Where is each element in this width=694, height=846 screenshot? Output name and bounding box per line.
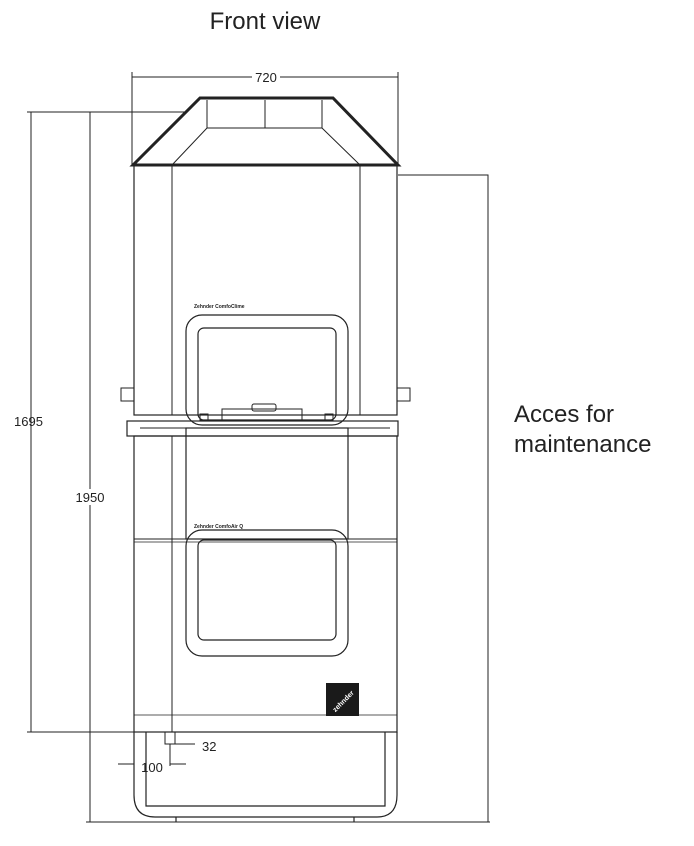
stand-outer: [133, 732, 398, 818]
page-title: Front view: [209, 8, 321, 35]
stand-inner: [145, 732, 386, 807]
connector-handle: [251, 403, 277, 412]
maintenance-clearance: [398, 174, 489, 822]
clip-left: [199, 413, 209, 421]
dim-1695-text: 1695: [14, 414, 43, 429]
lower-unit: [133, 427, 398, 745]
front-panel-upper: [185, 427, 349, 540]
access-label-line1: Acces for: [514, 401, 615, 428]
left-port: [120, 387, 135, 402]
dim-width-text: 720: [255, 70, 277, 85]
stand: [133, 732, 398, 822]
dim-1950-text: 1950: [76, 490, 105, 505]
lower-body: [133, 435, 398, 733]
right-port: [396, 387, 411, 402]
upper-unit-label: Zehnder ComfoClime: [194, 304, 245, 310]
pipe-stub: [164, 731, 176, 745]
upper-body: [133, 164, 398, 416]
connector-cap: [221, 408, 303, 422]
lower-unit-label: Zehnder ComfoAir Q: [194, 524, 243, 530]
dim-32-text: 32: [202, 739, 216, 754]
dim-100-text: 100: [141, 760, 163, 775]
zehnder-logo: [326, 683, 359, 716]
upper-window-outer: [185, 314, 349, 426]
front-panel-lower: [185, 529, 349, 657]
upper-window-inner: [197, 327, 337, 421]
access-label: Acces for maintenance: [514, 400, 651, 460]
clip-right: [324, 413, 334, 421]
access-label-line2: maintenance: [514, 431, 652, 458]
upper-unit: [120, 96, 411, 426]
lower-window-inner: [197, 539, 337, 641]
